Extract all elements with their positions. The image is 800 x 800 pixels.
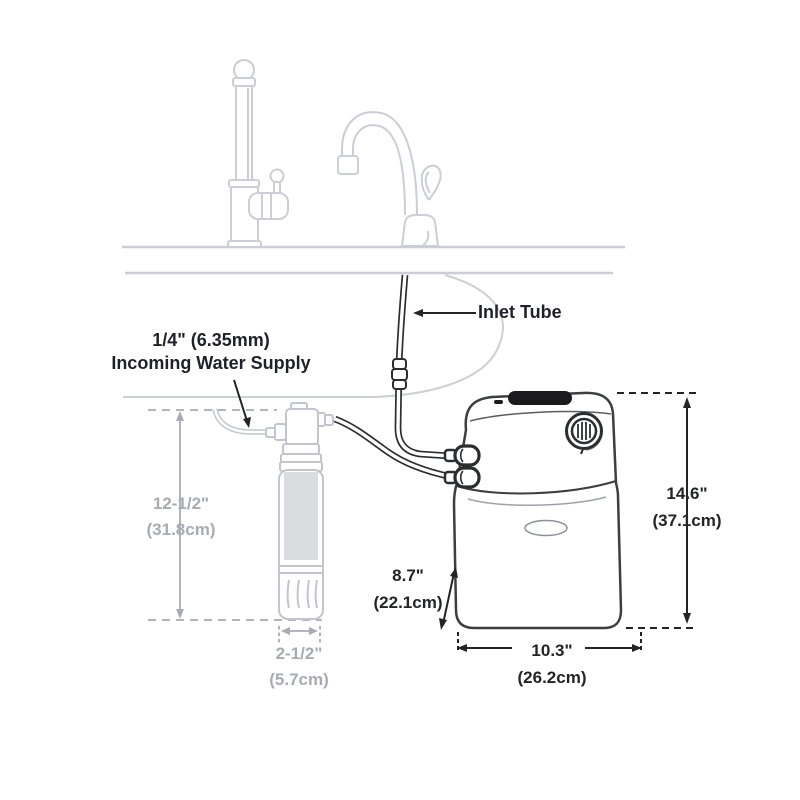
tank-height-inches: 14.6": [666, 484, 708, 503]
inlet-tube-connector: [391, 358, 408, 390]
countertop: [122, 245, 625, 275]
incoming-water-supply-label: 1/4" (6.35mm) Incoming Water Supply: [101, 329, 321, 375]
gray-supply-tube: [123, 274, 504, 398]
filter-height-dimension: 12-1/2" (31.8cm): [121, 491, 241, 543]
tank-fittings: [443, 444, 481, 489]
water-filter: [265, 402, 334, 620]
tank-top-cap: [494, 391, 572, 405]
dispenser-faucet: [337, 111, 442, 247]
filter-width-inches: 2-1/2": [275, 644, 323, 663]
filter-width-cm: (5.7cm): [269, 670, 329, 689]
filter-outlet-tube: [333, 415, 453, 481]
main-faucet: [227, 59, 289, 248]
tank-dimension-arrowheads: [243, 309, 691, 652]
tank-height-cm: (37.1cm): [652, 511, 722, 530]
inlet-tube: [391, 274, 451, 460]
thermostat-dial: [565, 412, 603, 455]
filter-dimension-arrowheads: [176, 411, 318, 635]
filter-width-dimension: 2-1/2" (5.7cm): [239, 641, 359, 693]
inlet-tube-label: Inlet Tube: [478, 302, 562, 322]
incoming-water-supply-line2: Incoming Water Supply: [111, 353, 311, 373]
incoming-supply-tube: [212, 408, 268, 435]
tank-width-cm: (26.2cm): [517, 668, 587, 687]
tank-width-inches: 10.3": [531, 641, 573, 660]
filter-height-cm: (31.8cm): [146, 520, 216, 539]
tank-indent: [524, 519, 568, 537]
tank-height-dimension: 14.6" (37.1cm): [627, 480, 747, 534]
tank-depth-cm: (22.1cm): [373, 593, 443, 612]
incoming-water-supply-line1: 1/4" (6.35mm): [152, 330, 270, 350]
filter-height-inches: 12-1/2": [152, 494, 210, 513]
tank-depth-inches: 8.7": [392, 566, 424, 585]
tank-depth-dimension: 8.7" (22.1cm): [353, 562, 463, 616]
hot-water-tank: [443, 391, 623, 630]
tank-dimension-lines: [233, 312, 697, 650]
tank-width-dimension: 10.3" (26.2cm): [492, 637, 612, 691]
